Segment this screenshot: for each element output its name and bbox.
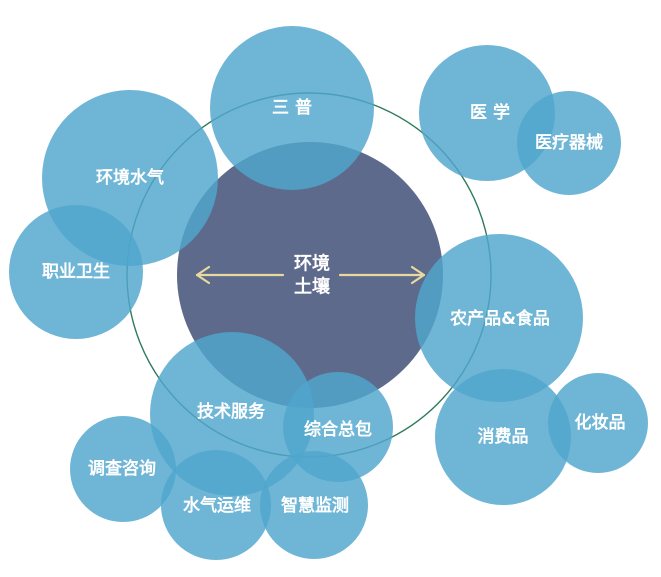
bubble-yiliao-qixie: [517, 91, 621, 195]
label-yiliao-qixie: 医疗器械: [535, 132, 603, 153]
bubble-sanpu: [210, 26, 374, 190]
core-label-line2: 土壤: [294, 276, 331, 298]
left-arrow: [195, 265, 285, 285]
label-huazhuangpin: 化妆品: [575, 412, 626, 433]
label-nongchanpin-shipin: 农产品&食品: [449, 308, 550, 329]
label-shuiqi-yunwei: 水气运维: [183, 495, 251, 516]
label-jishu-fuwu: 技术服务: [197, 401, 266, 422]
bubble-jishu-fuwu: [150, 332, 314, 496]
bubble-xiaofeipin: [435, 369, 571, 505]
core-label-line1: 环境: [294, 253, 330, 275]
label-sanpu: 三 普: [272, 97, 312, 118]
label-zonghe-zongbao: 综合总包: [304, 419, 372, 440]
bubble-shuiqi-yunwei: [161, 450, 271, 560]
label-zhiye-weisheng: 职业卫生: [42, 261, 110, 282]
right-arrow: [338, 265, 426, 285]
bubble-diaocha-zixun: [70, 416, 176, 522]
label-huanjing-shuiqi: 环境水气: [96, 167, 164, 188]
label-xiaofeipin: 消费品: [478, 426, 529, 447]
bubble-huazhuangpin: [548, 373, 648, 473]
bubble-zhihui-jiance: [260, 451, 368, 559]
label-yixue: 医 学: [470, 102, 510, 123]
bubble-zhiye-weisheng: [9, 205, 143, 339]
bubble-nongchanpin-shipin: [415, 234, 583, 402]
label-diaocha-zixun: 调查咨询: [88, 458, 156, 479]
label-zhihui-jiance: 智慧监测: [281, 495, 349, 516]
